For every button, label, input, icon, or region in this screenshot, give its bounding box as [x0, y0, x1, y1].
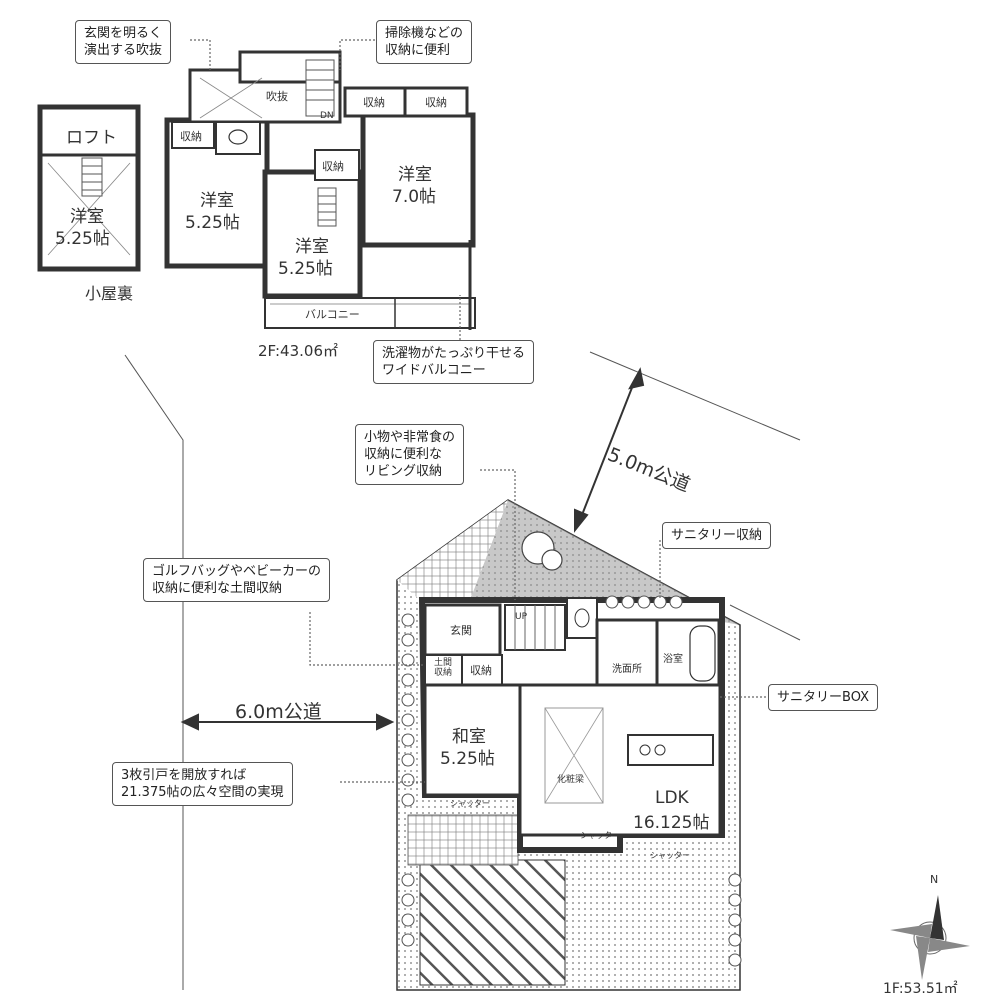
callout-sliding-doors: 3枚引戸を開放すれば 21.375帖の広々空間の実現: [112, 762, 293, 806]
up-label: UP: [515, 612, 528, 622]
washroom-label: 洗面所: [612, 664, 642, 675]
ldk-label: LDK: [655, 788, 689, 808]
storage-label-2f-4: 収納: [322, 160, 344, 173]
room-a-label: 洋室: [200, 191, 234, 211]
room-c-label: 洋室: [398, 165, 432, 185]
callout-living-storage: 小物や非常食の 収納に便利な リビング収納: [355, 424, 465, 485]
balcony-label: バルコニー: [305, 308, 360, 321]
callout-sanitary-box: サニタリーBOX: [768, 684, 878, 711]
genkan-label: 玄関: [450, 624, 472, 637]
storage-label-2f-3: 収納: [180, 130, 202, 143]
washitsu-size: 5.25帖: [440, 749, 495, 769]
shutter-label-3: シャッター: [650, 851, 690, 860]
room-b-size: 5.25帖: [278, 259, 333, 279]
callout-fukinuke: 玄関を明るく 演出する吹抜: [75, 20, 172, 64]
storage-label-2f-2: 収納: [425, 96, 447, 109]
fukinuke-label: 吹抜: [266, 90, 288, 103]
room-b-label: 洋室: [295, 237, 329, 257]
callout-doma-storage: ゴルフバッグやベビーカーの 収納に便利な土間収納: [143, 558, 331, 602]
floor1-site: [124, 351, 801, 991]
loft-room-label: 洋室: [70, 207, 104, 227]
loft-plan: [37, 104, 141, 272]
compass-rose: [890, 895, 970, 980]
room-c-size: 7.0帖: [392, 187, 437, 207]
attic-label: 小屋裏: [85, 284, 134, 303]
shutter-label-2: シャッター: [580, 831, 620, 840]
ldk-size: 16.125帖: [633, 813, 710, 833]
callout-cleaner-storage: 掃除機などの 収納に便利: [376, 20, 473, 64]
callout-wide-balcony: 洗濯物がたっぷり干せる ワイドバルコニー: [373, 340, 535, 384]
bath-label: 浴室: [663, 654, 683, 665]
compass-north-label: N: [930, 873, 939, 886]
storage-label-2f-1: 収納: [363, 96, 385, 109]
leader-lines-1f: [309, 469, 770, 783]
floor2-plan: [164, 50, 476, 330]
west-road-label: 6.0m公道: [235, 701, 322, 723]
loft-room-size: 5.25帖: [55, 229, 110, 249]
kesho-label: 化粧梁: [557, 775, 585, 785]
doma-storage-label: 土間 収納: [434, 658, 453, 678]
loft-title: ロフト: [66, 128, 117, 148]
callout-sanitary-storage: サニタリー収納: [662, 522, 772, 549]
shutter-label-1: シャッター: [450, 799, 490, 808]
floor2-area: 2F:43.06㎡: [258, 342, 339, 360]
room-a-size: 5.25帖: [185, 213, 240, 233]
storage-label-1f: 収納: [470, 664, 492, 677]
road-arrows: [180, 367, 645, 731]
washitsu-label: 和室: [452, 727, 486, 747]
leader-lines-2f: [190, 39, 461, 340]
floor1-area: 1F:53.51㎡: [883, 981, 958, 997]
dn-label: DN: [320, 111, 334, 121]
